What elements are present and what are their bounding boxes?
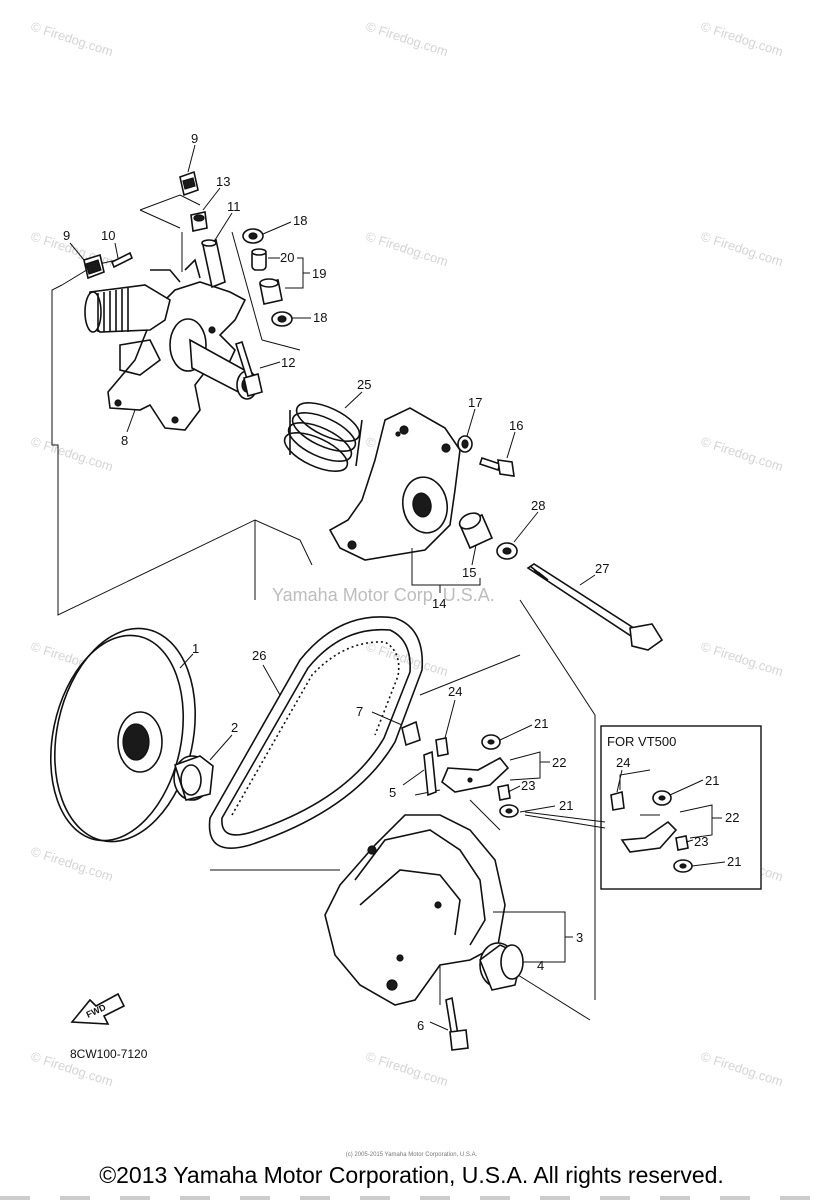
forward-arrow: FWD [70,992,126,1025]
site-watermark: © Firedog.com [29,19,115,60]
part-number-1: 1 [192,641,199,656]
inset-title: FOR VT500 [607,734,676,749]
site-watermark: © Firedog.com [364,19,450,60]
site-watermark: © Firedog.com [29,844,115,885]
spring-part [283,402,363,472]
cover-hardware-parts [457,435,664,651]
site-watermark: © Firedog.com [699,19,785,60]
sheave-bushing-part [173,755,214,801]
part-number-21: 21 [534,716,548,731]
part-number-3: 3 [576,930,583,945]
inset-part-number-22: 22 [725,810,739,825]
part-number-12: 12 [281,355,295,370]
secondary-sheave-part [324,814,506,1006]
site-watermark: © Firedog.com [364,1049,450,1090]
part-number-2: 2 [231,720,238,735]
part-number-24: 24 [448,684,462,699]
site-watermark: © Firedog.com [364,229,450,270]
assembly-boundary-lines [51,194,596,1021]
cover-plate-part [328,407,461,561]
part-number-17: 17 [468,395,482,410]
secondary-hardware-parts [401,720,519,1051]
bushing-parts [242,228,293,327]
bolt-part [235,340,263,398]
center-watermark: Yamaha Motor Corp, U.S.A. [272,585,495,605]
part-number-11: 11 [227,199,241,214]
part-number-28: 28 [531,498,545,513]
part-number-15: 15 [462,565,476,580]
copyright-footer: (c) 2005-2015 Yamaha Motor Corporation, … [0,1150,823,1200]
part-number-18: 18 [293,213,307,228]
inset-leaders [524,811,606,829]
inset-part-number-21b: 21 [727,854,741,869]
part-number-4: 4 [537,958,544,973]
secondary-bushing-part [479,942,524,991]
site-watermark: © Firedog.com [699,434,785,475]
part-number-22: 22 [552,755,566,770]
inset-part-number-24: 24 [616,755,630,770]
part-number-26: 26 [252,648,266,663]
footer-fine-print: (c) 2005-2015 Yamaha Motor Corporation, … [345,1152,478,1158]
part-number-10: 10 [101,228,115,243]
part-number-5: 5 [389,785,396,800]
site-watermark: © Firedog.com [364,639,450,680]
inset-part-number-21: 21 [705,773,719,788]
footer-copyright: ©2013 Yamaha Motor Corporation, U.S.A. A… [99,1162,724,1188]
part-number-8: 8 [121,433,128,448]
site-watermark: © Firedog.com [699,1049,785,1090]
part-number-14: 14 [432,596,446,611]
sheave-disc-part [49,627,197,843]
part-number-19: 19 [312,266,326,281]
part-number-6: 6 [417,1018,424,1033]
part-number-9: 9 [191,131,198,146]
vt500-inset: FOR VT500 [600,725,762,890]
part-number-25: 25 [357,377,371,392]
drive-belt-part [208,616,424,849]
part-number-7: 7 [356,704,363,719]
part-number-20: 20 [280,250,294,265]
small-hardware-parts [110,211,226,289]
part-number-21b: 21 [559,798,573,813]
site-watermark: © Firedog.com [699,639,785,680]
part-number-16: 16 [509,418,523,433]
part-number-27: 27 [595,561,609,576]
part-number-9b: 9 [63,228,70,243]
roller-weight-part [83,170,199,280]
callouts: 9 13 11 18 20 19 18 9 10 12 8 25 17 16 2… [63,131,741,1033]
fixed-sheave-hub-part [84,258,258,431]
site-watermark: © Firedog.com [29,434,115,475]
site-watermark: © Firedog.com [699,229,785,270]
part-number-13: 13 [216,174,230,189]
drawing-code: 8CW100-7120 [70,1047,148,1061]
part-number-23: 23 [521,778,535,793]
inset-part-number-23: 23 [694,834,708,849]
footer-edge-watermark [0,1196,823,1200]
part-number-18b: 18 [313,310,327,325]
parts-diagram: © Firedog.com © Firedog.com © Firedog.co… [29,19,785,1090]
